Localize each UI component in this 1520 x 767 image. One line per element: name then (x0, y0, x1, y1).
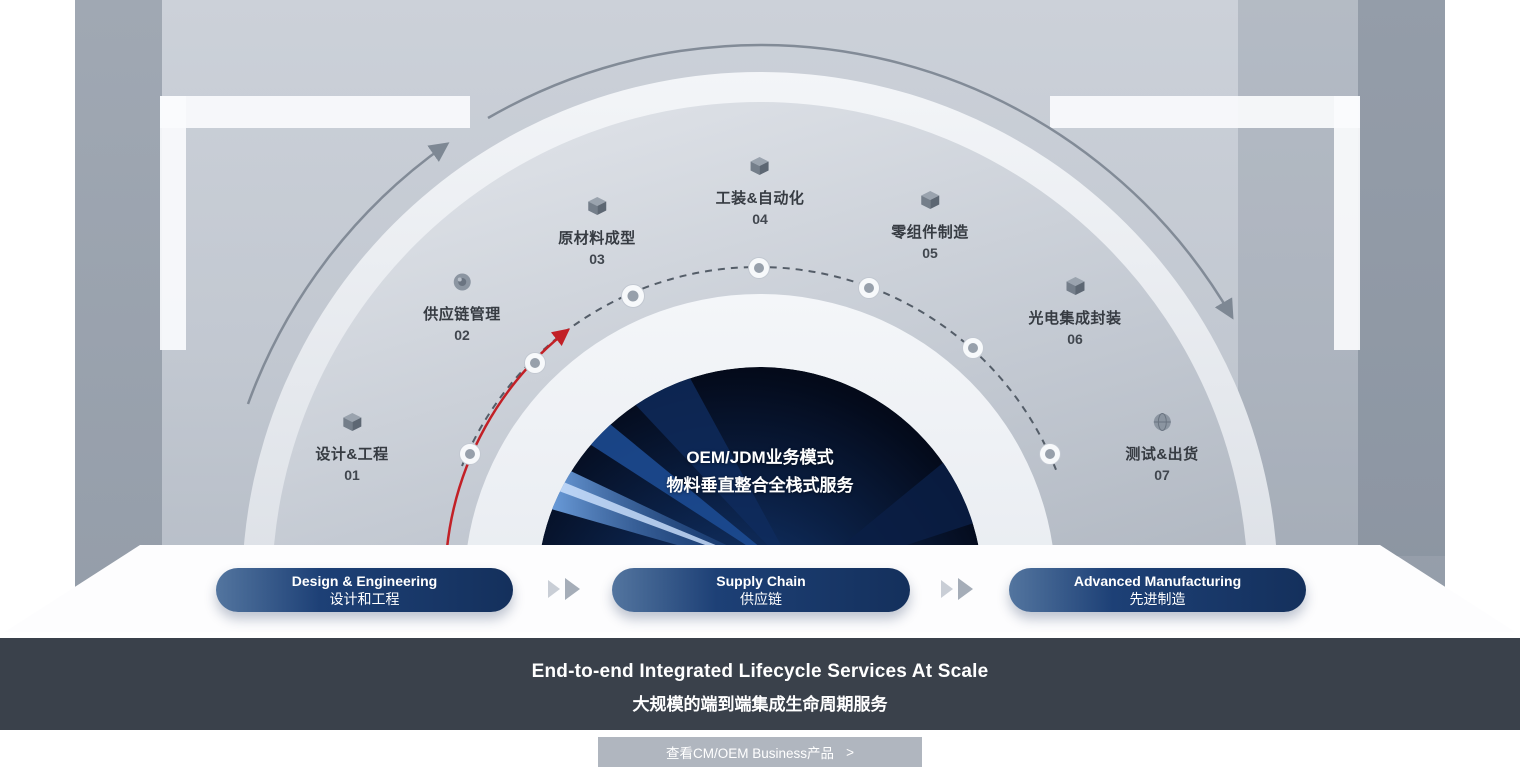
pill-label-zh: 设计和工程 (329, 590, 400, 607)
stage-01: 设计&工程 01 (315, 412, 388, 483)
chevron-arrows-1 (548, 578, 580, 600)
view-products-label: 查看CM/OEM Business产品 (666, 746, 835, 761)
pill-advanced-manufacturing[interactable]: Advanced Manufacturing 先进制造 (1009, 568, 1306, 612)
outer-arc-right (487, 43, 1234, 320)
stage-02: 供应链管理 02 (423, 272, 501, 343)
chevron-right-icon (548, 580, 560, 598)
design-tool-icon (315, 412, 388, 438)
stage-04: 工装&自动化 04 (716, 156, 805, 227)
globe-icon (1125, 412, 1198, 438)
stage-06: 光电集成封装 06 (1028, 276, 1121, 347)
stage-title: 设计&工程 (315, 446, 389, 463)
stage-05: 零组件制造 05 (891, 190, 969, 261)
pill-label-en: Supply Chain (716, 573, 806, 589)
gear-icon (423, 272, 501, 298)
banner-title-en: End-to-end Integrated Lifecycle Services… (531, 661, 989, 682)
node-05 (858, 277, 880, 299)
node-01 (459, 443, 481, 465)
stage-number: 01 (344, 467, 360, 483)
pill-label-zh: 先进制造 (1129, 590, 1186, 607)
stage-title: 零组件制造 (891, 224, 969, 241)
center-title-line2: 物料垂直整合全栈式服务 (666, 476, 854, 496)
wall-column-right (1358, 0, 1445, 635)
node-07 (1039, 443, 1061, 465)
stage-number: 06 (1067, 331, 1083, 347)
center-title-line1: OEM/JDM业务模式 (686, 448, 834, 467)
arch-diagram (242, 43, 1278, 634)
wall-column-left (75, 0, 162, 635)
wall-panel-side-left (160, 96, 186, 350)
chevron-right-icon (958, 578, 973, 600)
wall-panel-top-left (160, 96, 470, 128)
pill-label-en: Advanced Manufacturing (1073, 573, 1242, 589)
node-04 (748, 257, 770, 279)
pill-label-en: Design & Engineering (291, 573, 438, 589)
pill-design-engineering[interactable]: Design & Engineering 设计和工程 (216, 568, 513, 612)
route-nodes (459, 257, 1061, 465)
stage-number: 03 (589, 251, 605, 267)
view-products-button[interactable]: 查看CM/OEM Business产品 > (598, 737, 922, 767)
stage-title: 工装&自动化 (715, 190, 805, 207)
route-progress-arrow (445, 328, 571, 549)
chevron-arrows-2 (941, 578, 973, 600)
pill-supply-chain[interactable]: Supply Chain 供应链 (612, 568, 910, 612)
robot-arm-icon (716, 156, 805, 182)
floor-edge (0, 632, 1520, 638)
stage-title: 原材料成型 (558, 230, 636, 247)
stage-title: 供应链管理 (423, 306, 501, 323)
node-02 (524, 352, 546, 374)
package-icon (1028, 276, 1121, 302)
stage-03: 原材料成型 03 (558, 196, 636, 267)
mold-icon (558, 196, 636, 222)
node-06 (962, 337, 984, 359)
stage-number: 07 (1154, 467, 1170, 483)
pill-label-zh: 供应链 (740, 590, 782, 607)
banner-title-zh: 大规模的端到端集成生命周期服务 (632, 695, 888, 714)
outer-arc-left (246, 142, 450, 405)
stage-title: 测试&出货 (1125, 446, 1199, 463)
node-03 (621, 284, 645, 308)
chevron-right-icon (941, 580, 953, 598)
wall-panel-side-right (1334, 96, 1360, 350)
machine-icon (891, 190, 969, 216)
stage-title: 光电集成封装 (1028, 310, 1122, 327)
banner: End-to-end Integrated Lifecycle Services… (0, 638, 1520, 730)
stage-number: 05 (922, 245, 938, 261)
stage-number: 02 (454, 327, 470, 343)
stage-number: 04 (752, 211, 768, 227)
chevron-right-icon (565, 578, 580, 600)
center-title: OEM/JDM业务模式 物料垂直整合全栈式服务 (667, 444, 854, 500)
chevron-right-icon: > (846, 744, 854, 760)
stage-07: 测试&出货 07 (1125, 412, 1198, 483)
wall-panel-top-right (1050, 96, 1360, 128)
